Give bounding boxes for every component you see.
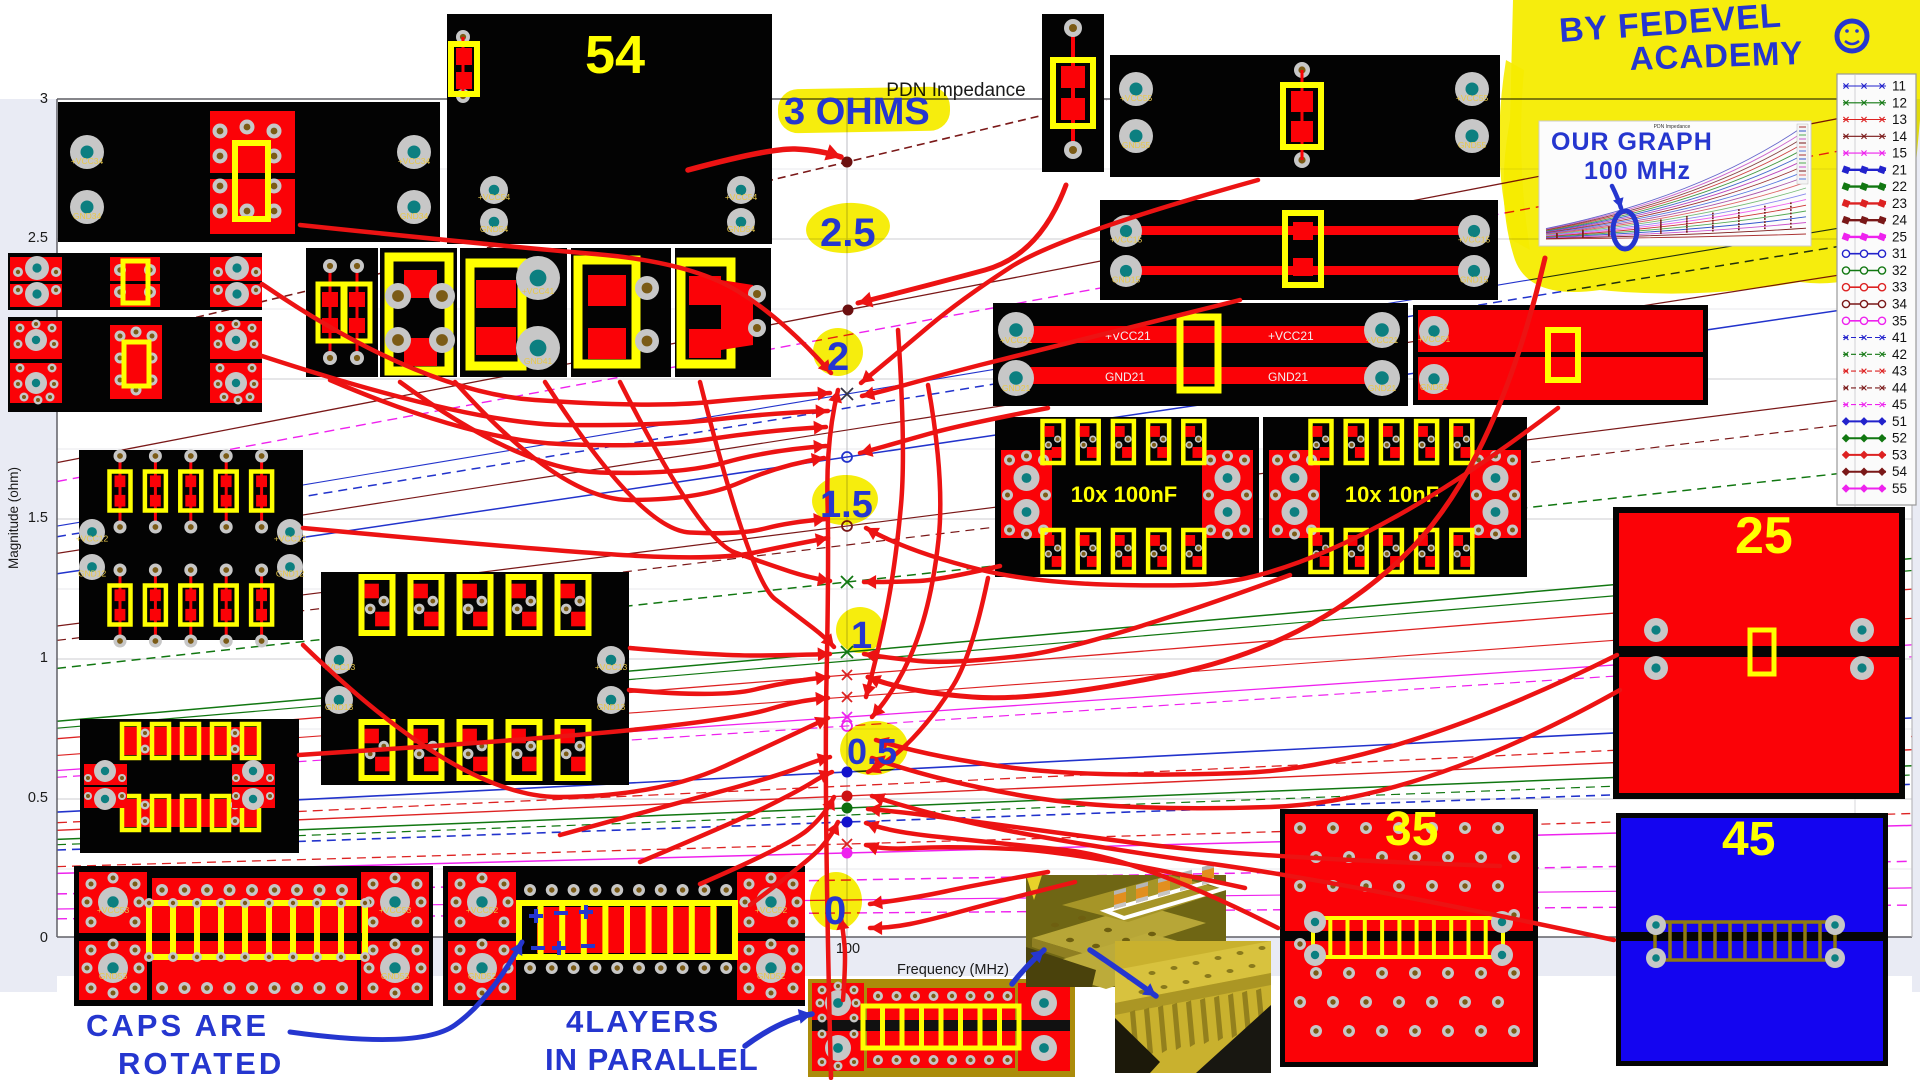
svg-text:14: 14 [1892,129,1908,144]
svg-text:1: 1 [851,615,872,657]
svg-text:+VCC54: +VCC54 [478,192,511,202]
svg-text:+VCC41: +VCC41 [522,286,555,296]
svg-text:+VCC21: +VCC21 [1000,335,1033,345]
svg-text:52: 52 [1892,431,1907,446]
svg-text:GND21: GND21 [1105,370,1145,384]
svg-text:0.5: 0.5 [847,731,897,772]
svg-text:+VCC21: +VCC21 [1366,335,1399,345]
svg-text:44: 44 [1892,380,1908,395]
svg-text:+VCC54: +VCC54 [725,192,758,202]
svg-text:+VCC13: +VCC13 [595,662,628,672]
svg-text:1.5: 1.5 [820,484,873,526]
svg-text:GND21: GND21 [1002,383,1031,393]
svg-text:IN PARALLEL: IN PARALLEL [545,1042,759,1077]
svg-text:GND21: GND21 [1368,383,1397,393]
svg-text:CAPS ARE: CAPS ARE [86,1008,269,1043]
svg-text:2: 2 [827,335,849,379]
svg-text:100 MHz: 100 MHz [1584,157,1691,185]
svg-text:GND15: GND15 [1460,275,1489,285]
svg-text:22: 22 [1892,179,1907,194]
svg-text:+VCC55: +VCC55 [1120,93,1153,103]
svg-text:12: 12 [1892,95,1907,110]
svg-text:GND52: GND52 [468,971,497,981]
svg-text:ACADEMY: ACADEMY [1629,34,1804,77]
svg-text:35: 35 [1385,803,1438,856]
svg-text:+VCC53: +VCC53 [379,905,412,915]
svg-text:GND12: GND12 [78,568,107,578]
svg-text:33: 33 [1892,280,1907,295]
svg-text:+VCC12: +VCC12 [274,533,307,543]
svg-text:34: 34 [1892,297,1908,312]
svg-text:+VCC55: +VCC55 [1456,93,1489,103]
svg-text:ROTATED: ROTATED [118,1046,284,1080]
svg-text:10x 10nF: 10x 10nF [1345,482,1439,507]
svg-text:GND13: GND13 [325,702,354,712]
svg-text:41: 41 [1892,330,1907,345]
svg-text:13: 13 [1892,112,1907,127]
svg-text:11: 11 [1892,79,1906,94]
svg-text:15: 15 [1892,146,1907,161]
svg-text:100: 100 [836,941,860,957]
svg-text:GND55: GND55 [1458,140,1487,150]
svg-text:0: 0 [40,930,48,946]
svg-text:GND21: GND21 [1268,370,1308,384]
svg-text:45: 45 [1722,813,1775,866]
svg-text:+VCC12: +VCC12 [76,533,109,543]
svg-text:+VCC34: +VCC34 [398,156,431,166]
svg-text:+VCC51: +VCC51 [1418,334,1451,344]
svg-text:0: 0 [824,889,846,933]
svg-text:45: 45 [1892,397,1907,412]
svg-text:25: 25 [1892,229,1907,244]
svg-text:35: 35 [1892,313,1907,328]
svg-text:GND52: GND52 [757,971,786,981]
svg-text:Magnitude (ohm): Magnitude (ohm) [6,467,21,569]
svg-text:+VCC34: +VCC34 [71,156,104,166]
svg-text:55: 55 [1892,481,1907,496]
svg-text:GND51: GND51 [1420,382,1449,392]
svg-text:GND13: GND13 [597,702,626,712]
svg-text:+VCC52: +VCC52 [466,905,499,915]
svg-text:GND55: GND55 [1122,140,1151,150]
svg-text:GND34: GND34 [73,211,102,221]
svg-text:+VCC53: +VCC53 [97,905,130,915]
svg-text:+VCC21: +VCC21 [1268,329,1314,343]
svg-text:10x 100nF: 10x 100nF [1071,482,1177,507]
svg-text:GND54: GND54 [480,224,509,234]
svg-text:21: 21 [1892,162,1907,177]
svg-text:54: 54 [1892,464,1908,479]
svg-text:+VCC15: +VCC15 [1458,235,1491,245]
svg-text:2.5: 2.5 [820,211,876,255]
svg-text:3: 3 [40,91,48,107]
svg-text:+VCC15: +VCC15 [1110,235,1143,245]
svg-text:+VCC52: +VCC52 [755,905,788,915]
svg-text:GND53: GND53 [99,971,128,981]
svg-text:Frequency (MHz): Frequency (MHz) [897,962,1009,978]
svg-text:43: 43 [1892,364,1907,379]
svg-text:3 OHMS: 3 OHMS [784,91,930,133]
svg-text:42: 42 [1892,347,1907,362]
svg-text:GND53: GND53 [381,971,410,981]
svg-text:0.5: 0.5 [28,790,48,806]
svg-text:53: 53 [1892,447,1907,462]
svg-text:24: 24 [1892,213,1908,228]
svg-text:GND12: GND12 [276,568,305,578]
svg-text:23: 23 [1892,196,1907,211]
svg-text:32: 32 [1892,263,1907,278]
svg-text:+VCC13: +VCC13 [323,662,356,672]
svg-text:GND34: GND34 [400,211,429,221]
svg-text:25: 25 [1735,507,1793,565]
svg-text:GND15: GND15 [1112,275,1141,285]
svg-text:GND41: GND41 [524,356,553,366]
svg-text:GND54: GND54 [727,224,756,234]
svg-text:PDN Impedance: PDN Impedance [1654,124,1691,130]
svg-text:OUR GRAPH: OUR GRAPH [1551,128,1713,156]
svg-text:51: 51 [1892,414,1907,429]
svg-text:1.5: 1.5 [28,510,48,526]
svg-text:4LAYERS: 4LAYERS [566,1004,720,1039]
svg-text:54: 54 [585,25,645,85]
svg-text:31: 31 [1892,246,1907,261]
svg-text:2.5: 2.5 [28,230,48,246]
svg-text:1: 1 [40,650,48,666]
